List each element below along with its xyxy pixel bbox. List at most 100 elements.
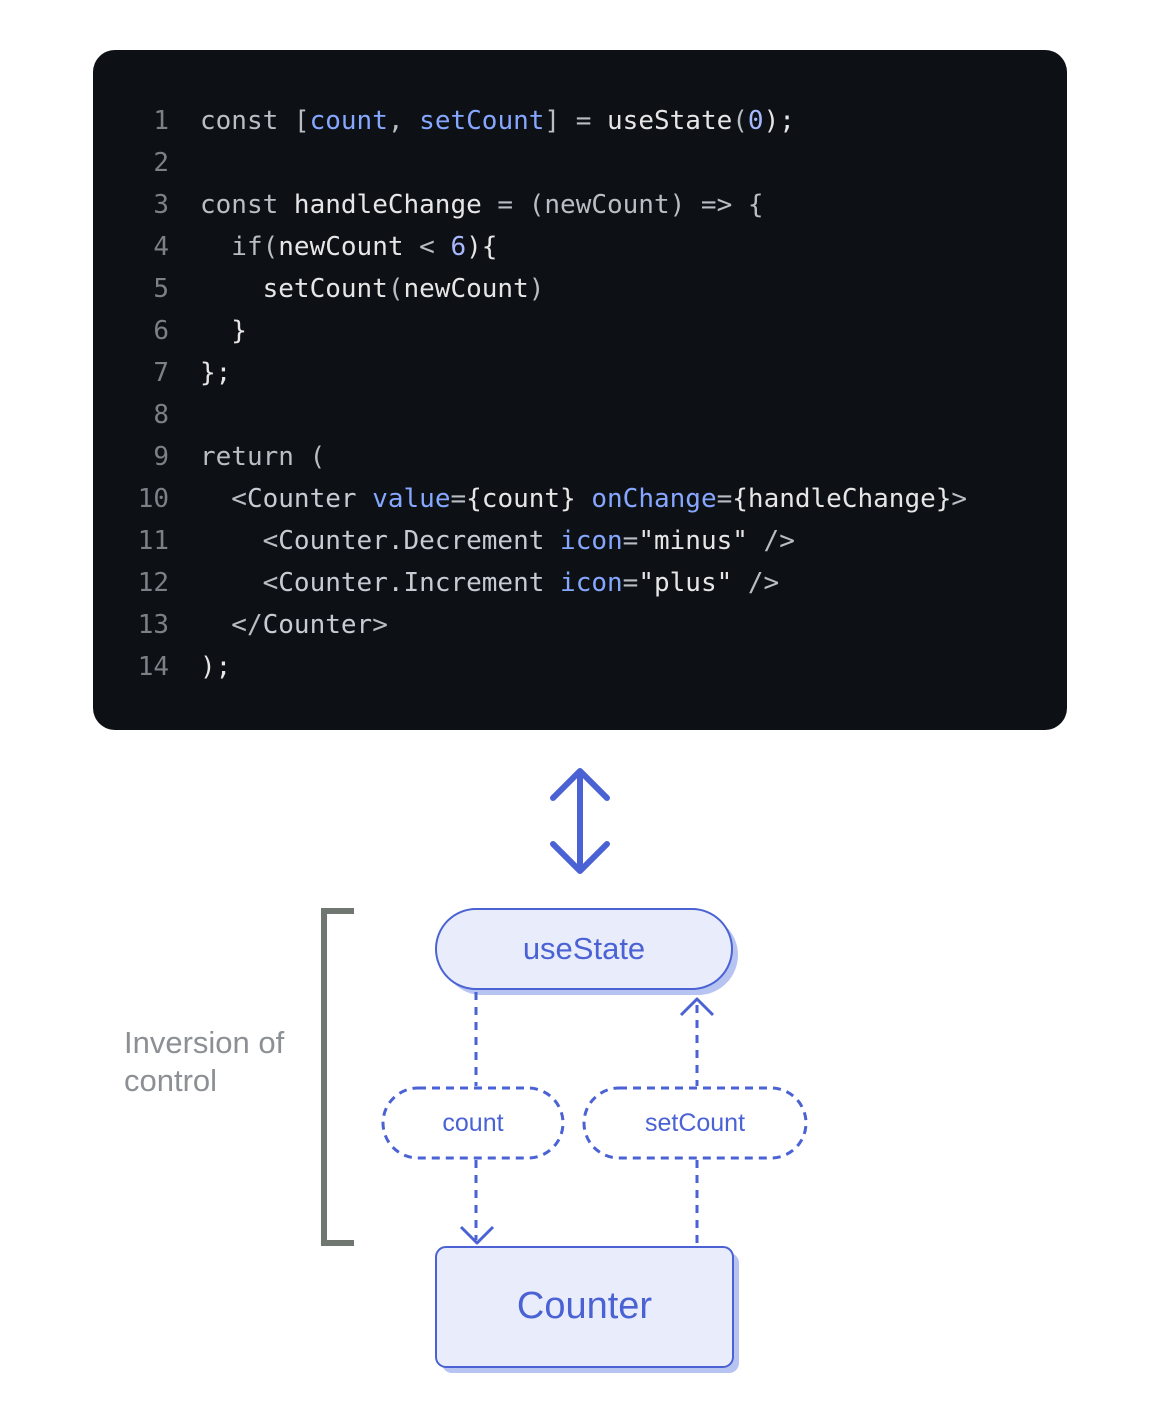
code-line: 3 const handleChange = (newCount) => { [93, 184, 1067, 226]
code-token: ( [262, 232, 279, 262]
code-token: ); [763, 106, 795, 136]
usestate-node [435, 908, 733, 990]
line-number: 2 [153, 148, 169, 178]
code-text: <Counter.Decrement icon="minus" /> [200, 520, 795, 562]
code-token: < [403, 232, 451, 262]
line-number: 7 [153, 358, 169, 388]
code-token: < [200, 568, 279, 598]
code-token: {handleChange} [732, 484, 952, 514]
code-token: = ( [481, 190, 545, 220]
code-text: setCount(newCount) [200, 268, 545, 310]
code-line: 8 [93, 394, 1067, 436]
code-line: 14); [93, 646, 1067, 688]
code-token: , [387, 106, 420, 136]
code-token: return [200, 442, 310, 472]
code-token: icon [560, 526, 623, 556]
code-token: const [200, 190, 294, 220]
line-number: 4 [153, 232, 169, 262]
code-text: const [count, setCount] = useState(0); [200, 100, 795, 142]
code-token: 0 [747, 106, 764, 136]
code-token: </ [200, 610, 263, 640]
code-text: <Counter value={count} onChange={handleC… [200, 478, 967, 520]
code-token: useState [607, 106, 733, 136]
counter-node [435, 1246, 734, 1368]
code-line: 1 const [count, setCount] = useState(0); [93, 100, 1067, 142]
code-token: 6 [450, 232, 467, 262]
code-token: Counter [262, 610, 373, 640]
code-token: = [450, 484, 467, 514]
code-token: < [200, 526, 279, 556]
line-number: 3 [153, 190, 169, 220]
count-pill [381, 1086, 565, 1160]
line-number: 8 [153, 400, 169, 430]
code-line: 10 <Counter value={count} onChange={hand… [93, 478, 1067, 520]
line-number: 5 [153, 274, 169, 304]
code-text: const handleChange = (newCount) => { [200, 184, 764, 226]
code-text: ); [200, 646, 231, 688]
code-text: if(newCount < 6){ [200, 226, 497, 268]
code-token: ( [732, 106, 748, 136]
code-token: ( [387, 274, 404, 304]
code-token: if [200, 232, 263, 262]
code-token: newCount [278, 232, 404, 262]
line-number: 1 [153, 106, 169, 136]
code-token: /> [747, 526, 795, 556]
line-number: 13 [137, 610, 169, 640]
code-token: > [372, 610, 388, 640]
code-token: < [200, 484, 247, 514]
code-token: [ [293, 106, 310, 136]
setcount-pill [582, 1086, 808, 1160]
line-number: 14 [137, 652, 169, 682]
code-line: 6 } [93, 310, 1067, 352]
code-text: return ( [200, 436, 325, 478]
code-text: } [200, 310, 247, 352]
code-token: }; [200, 358, 232, 388]
code-token: = [716, 484, 733, 514]
counter-label: Counter [516, 1285, 653, 1327]
count-label: count [442, 1109, 504, 1137]
arrow-down-icon [459, 1225, 495, 1245]
code-line: 13 </Counter> [93, 604, 1067, 646]
code-line: 11 <Counter.Decrement icon="minus" /> [93, 520, 1067, 562]
code-token: setCount [200, 274, 388, 304]
code-token: onChange [591, 484, 717, 514]
arrow-up-icon [679, 997, 715, 1017]
code-token: newCount [544, 190, 670, 220]
code-token: } [200, 316, 247, 346]
code-token: = [622, 568, 639, 598]
code-line: 7}; [93, 352, 1067, 394]
code-token: ); [200, 652, 232, 682]
code-token: count [309, 106, 388, 136]
code-line: 4 if(newCount < 6){ [93, 226, 1067, 268]
code-token: ( [309, 442, 326, 472]
code-token: icon [560, 568, 623, 598]
code-token: newCount [403, 274, 529, 304]
line-number: 10 [137, 484, 169, 514]
code-token: ) => { [669, 190, 764, 220]
code-line: 12 <Counter.Increment icon="plus" /> [93, 562, 1067, 604]
line-number: 11 [137, 526, 169, 556]
code-token: const [200, 106, 294, 136]
bidirectional-arrow-icon [550, 768, 610, 874]
code-token: ] = [544, 106, 608, 136]
code-token: Counter.Increment [278, 568, 561, 598]
code-line: 9 return ( [93, 436, 1067, 478]
code-token: > [951, 484, 968, 514]
code-line: 5 setCount(newCount) [93, 268, 1067, 310]
code-token: handleChange [293, 190, 482, 220]
code-token: Counter.Decrement [278, 526, 561, 556]
code-token: {count} [466, 484, 576, 514]
code-token: = [622, 526, 639, 556]
code-token: setCount [419, 106, 545, 136]
code-token: "minus" [638, 526, 748, 556]
code-token: Counter [246, 484, 373, 514]
code-token: value [372, 484, 451, 514]
code-text: </Counter> [200, 604, 388, 646]
code-line: 2 [93, 142, 1067, 184]
line-number: 9 [153, 442, 169, 472]
code-text: <Counter.Increment icon="plus" /> [200, 562, 780, 604]
code-token: ){ [466, 232, 498, 262]
code-token: /> [732, 568, 780, 598]
